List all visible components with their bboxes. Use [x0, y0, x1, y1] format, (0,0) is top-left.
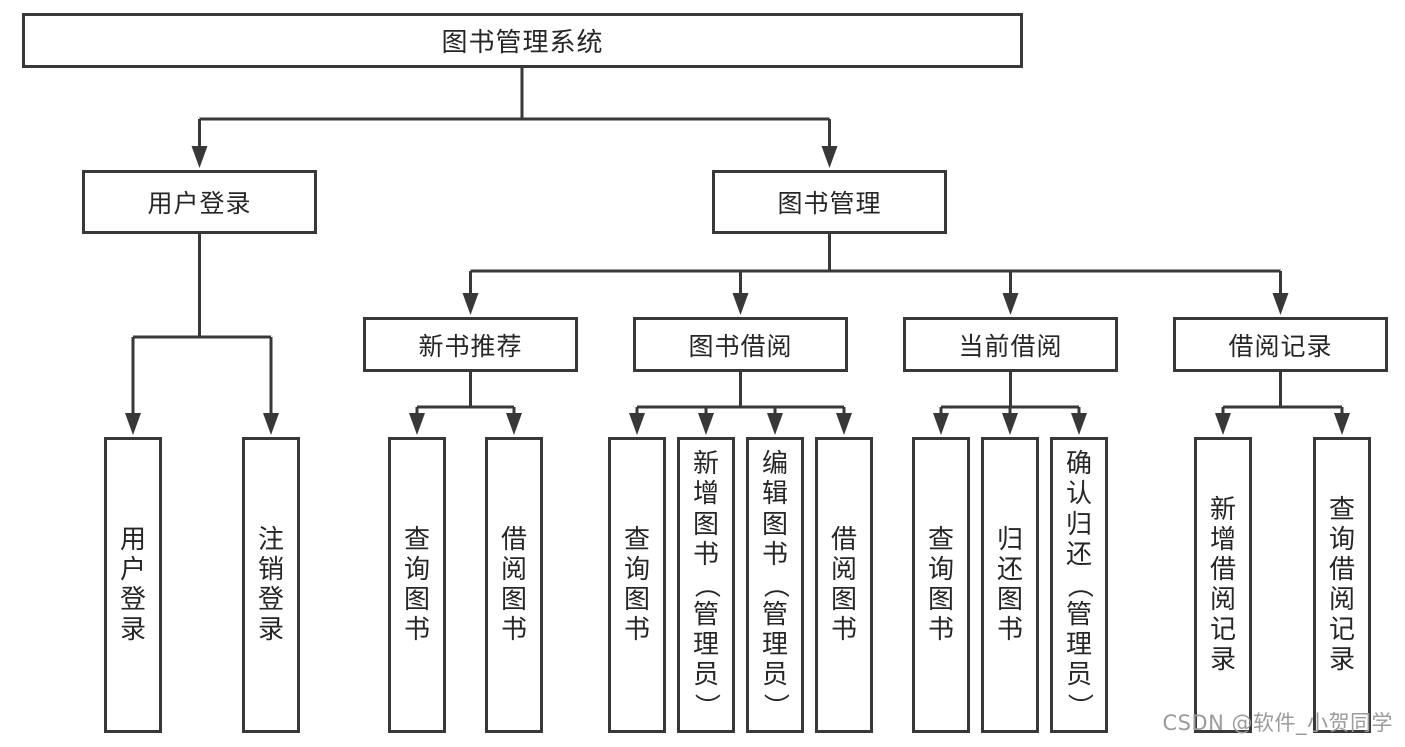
edge-root-to-level2 [198, 68, 831, 150]
leaf-borrow-books: 借阅图书 [815, 437, 873, 733]
leaf-logout-login: 注销登录 [242, 437, 300, 733]
node-label: 图书借阅 [688, 331, 793, 361]
leaf-borrow-books-recommend: 借阅图书 [485, 437, 543, 733]
edge-borrow-to-leaves [635, 372, 846, 418]
leaf-label: 查询图书 [623, 524, 650, 646]
leaf-query-borrow-record: 查询借阅记录 [1313, 437, 1371, 733]
node-library-management-system: 图书管理系统 [22, 13, 1023, 68]
leaf-label: 借阅图书 [830, 524, 857, 646]
leaf-label: 查询图书 [403, 524, 430, 646]
node-label: 用户登录 [147, 189, 252, 218]
leaf-label: 新增图书（管理员） [691, 449, 722, 719]
node-new-book-recommendation: 新书推荐 [363, 317, 578, 372]
node-user-login: 用户登录 [82, 170, 317, 234]
node-current-borrowing: 当前借阅 [903, 317, 1118, 372]
node-borrowing-record: 借阅记录 [1173, 317, 1388, 372]
leaf-edit-books-admin: 编辑图书（管理员） [746, 437, 804, 733]
leaf-query-books-borrowing: 查询图书 [608, 437, 666, 733]
node-book-management: 图书管理 [712, 170, 947, 234]
watermark: CSDN @软件_小贺同学 [1162, 711, 1393, 735]
leaf-user-login: 用户登录 [104, 437, 162, 733]
leaf-label: 注销登录 [257, 524, 284, 646]
node-label: 新书推荐 [418, 331, 523, 361]
leaf-add-borrow-record: 新增借阅记录 [1194, 437, 1252, 733]
node-label: 图书管理 [777, 189, 882, 218]
leaf-label: 借阅图书 [500, 524, 527, 646]
node-label: 图书管理系统 [441, 28, 604, 58]
leaf-label: 编辑图书（管理员） [760, 449, 791, 719]
leaf-label: 新增借阅记录 [1209, 494, 1236, 676]
leaf-label: 用户登录 [119, 524, 146, 646]
leaf-label: 归还图书 [996, 524, 1023, 646]
arrowheads [125, 146, 1350, 435]
node-label: 当前借阅 [958, 331, 1063, 361]
leaf-query-books-current: 查询图书 [912, 437, 970, 733]
edge-newbook-to-leaves [415, 372, 516, 418]
leaf-return-books: 归还图书 [981, 437, 1039, 733]
edge-current-to-leaves [939, 372, 1081, 418]
leaf-query-books-recommend: 查询图书 [388, 437, 446, 733]
node-label: 借阅记录 [1228, 331, 1333, 361]
edge-record-to-leaves [1221, 372, 1344, 418]
leaf-confirm-return-admin: 确认归还（管理员） [1050, 437, 1108, 733]
edge-bookmgmt-to-level3 [469, 234, 1282, 298]
leaf-label: 查询图书 [927, 524, 954, 646]
node-book-borrowing: 图书借阅 [633, 317, 848, 372]
leaf-add-books-admin: 新增图书（管理员） [677, 437, 735, 733]
edge-userlogin-to-leaves [131, 234, 273, 418]
leaf-label: 确认归还（管理员） [1064, 449, 1095, 719]
leaf-label: 查询借阅记录 [1328, 494, 1355, 676]
